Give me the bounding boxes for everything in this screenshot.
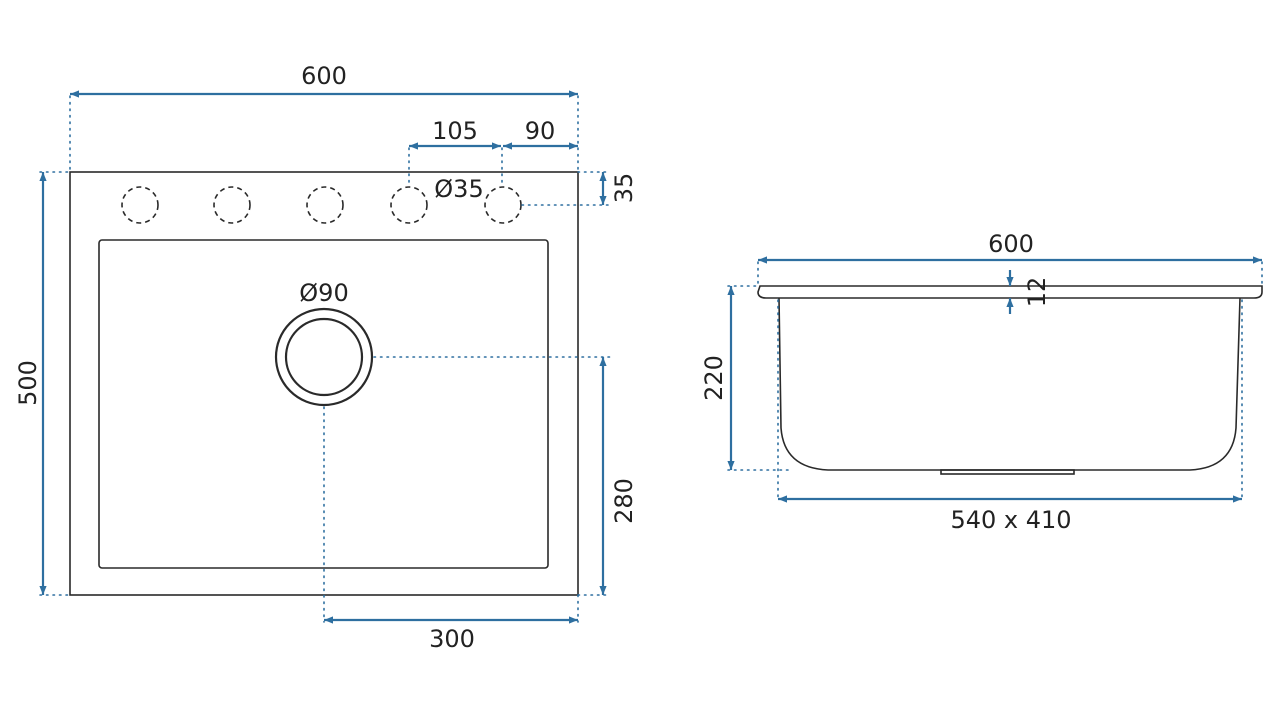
hole-inset-label: 35 <box>610 173 638 204</box>
rim-outline <box>757 285 1263 299</box>
tap-hole <box>484 186 522 224</box>
side-extension-lines <box>727 261 1263 498</box>
hole-diameter-label: Ø35 <box>434 175 483 203</box>
tap-hole <box>121 186 159 224</box>
drain <box>274 307 374 407</box>
tap-hole <box>390 186 428 224</box>
hole-spacing-label: 105 <box>432 117 478 145</box>
edge-to-hole-label: 90 <box>525 117 556 145</box>
drain-to-front-label: 280 <box>610 478 638 524</box>
rim-thickness-label: 12 <box>1023 277 1051 308</box>
extension-lines <box>39 95 611 623</box>
drain-inner-ring <box>284 317 364 397</box>
drain-stub <box>940 469 1075 475</box>
tap-holes <box>121 186 522 224</box>
bowl-profile <box>778 297 1241 471</box>
drain-diameter-label: Ø90 <box>299 279 348 307</box>
side-view: 600 12 220 540 x 410 <box>700 230 1263 534</box>
side-width-label: 600 <box>988 230 1034 258</box>
top-view: 600 105 90 Ø35 35 500 Ø90 280 300 <box>14 62 638 653</box>
tap-hole <box>306 186 344 224</box>
bowl-size-label: 540 x 410 <box>950 506 1071 534</box>
drain-to-side-label: 300 <box>429 625 475 653</box>
tap-hole <box>213 186 251 224</box>
depth-label: 500 <box>14 360 42 406</box>
bowl-depth-label: 220 <box>700 355 728 401</box>
bowl-outline <box>98 239 549 569</box>
drain-outer-ring <box>274 307 374 407</box>
width-label: 600 <box>301 62 347 90</box>
